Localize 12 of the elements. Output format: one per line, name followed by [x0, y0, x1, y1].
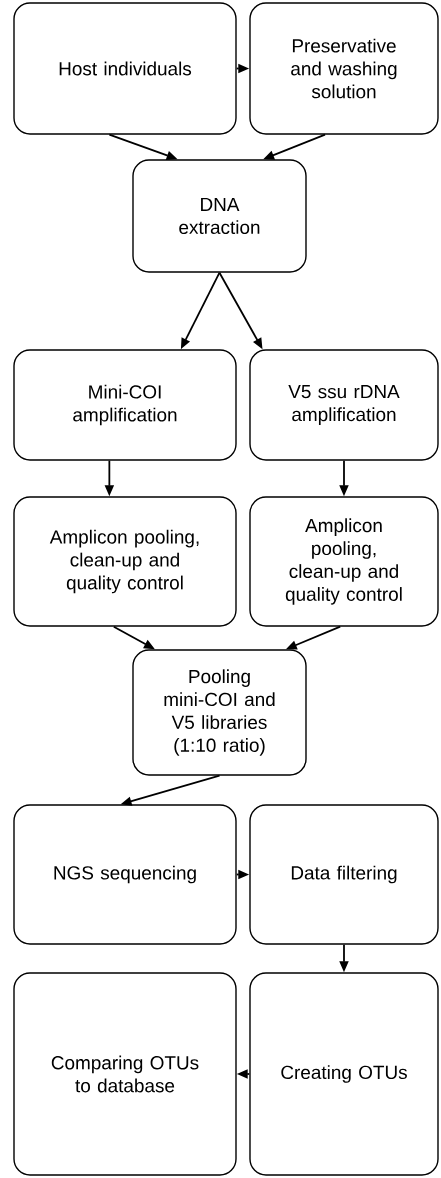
process-box: Host individuals: [13, 2, 237, 135]
process-box: Pooling mini-COI and V5 libraries (1:10 ratio): [132, 649, 307, 776]
process-box: V5 ssu rDNA amplification: [249, 349, 439, 461]
process-box: Comparing OTUs to database: [13, 972, 237, 1176]
process-box: NGS sequencing: [13, 804, 237, 945]
process-box: Creating OTUs: [249, 972, 439, 1176]
process-box: Mini-COI amplification: [13, 349, 237, 461]
process-box: Data filtering: [249, 804, 439, 945]
process-box: Preservative and washing solution: [249, 2, 439, 135]
process-box: DNA extraction: [132, 159, 307, 273]
process-box: Amplicon pooling, clean-up and quality control: [249, 496, 439, 627]
process-box: Amplicon pooling, clean-up and quality control: [13, 496, 237, 627]
